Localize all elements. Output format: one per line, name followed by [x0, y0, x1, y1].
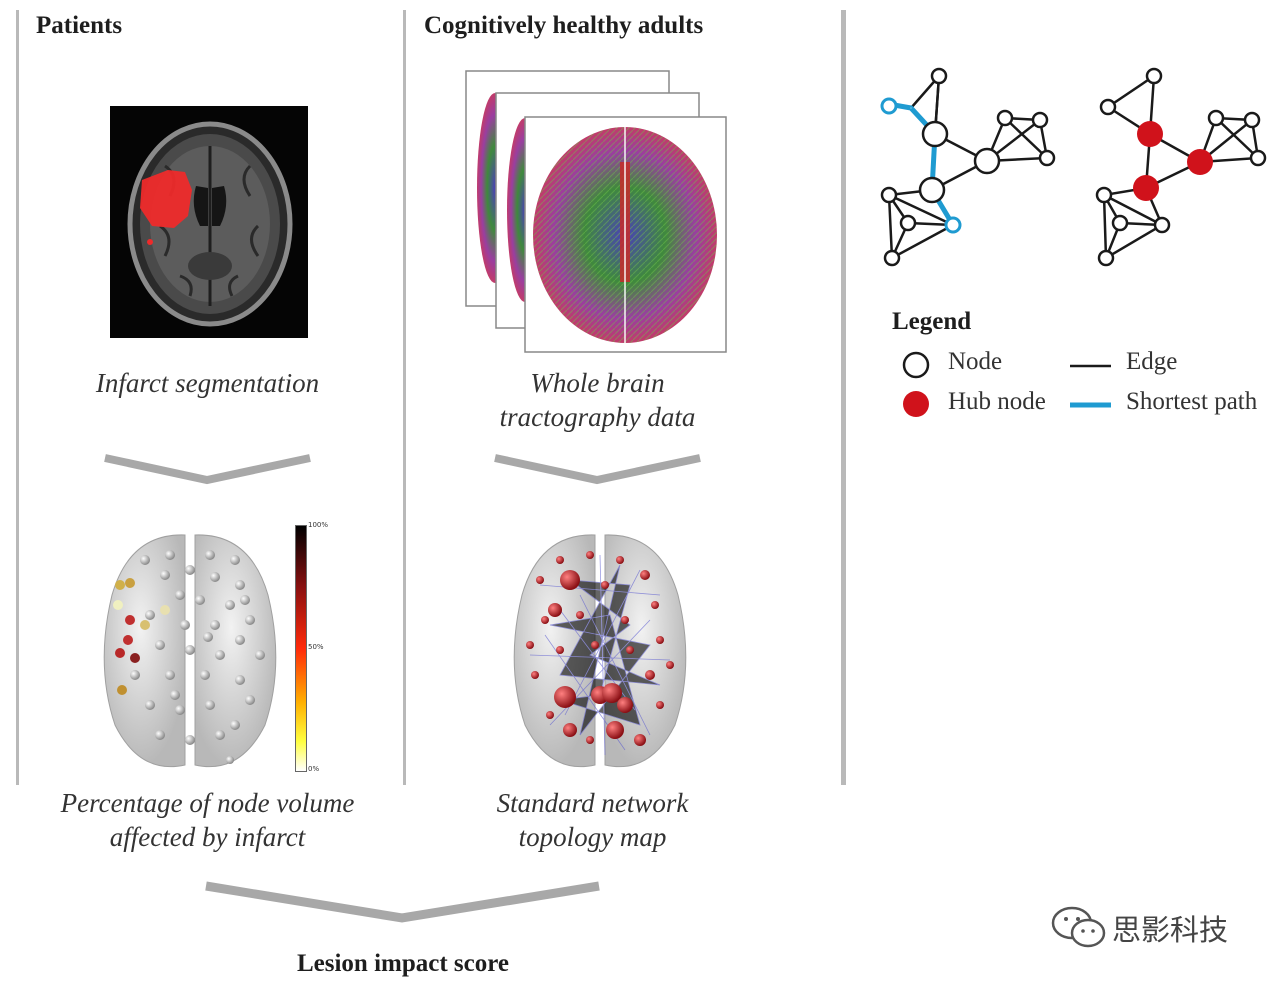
node-legend-icon	[902, 351, 930, 379]
colorbar-mid-label: 50%	[308, 643, 324, 651]
legend-edge-label: Edge	[1126, 348, 1178, 375]
divider-left	[16, 10, 19, 785]
colorbar-max-label: 100%	[308, 521, 329, 529]
hub-nodes	[1133, 121, 1213, 201]
divider-right	[841, 10, 846, 785]
legend-title: Legend	[892, 308, 972, 335]
shortest-path-legend-icon	[1070, 402, 1111, 408]
network-topology-caption: Standard network topology map	[496, 788, 689, 852]
lesion-impact-score-label: Lesion impact score	[296, 950, 509, 977]
network-shortest-path-diagram	[880, 67, 1056, 267]
chevron-left	[104, 454, 311, 485]
watermark-text: 思影科技	[1112, 913, 1229, 947]
shortest-path-line	[893, 102, 956, 227]
wechat-icon	[1051, 906, 1106, 948]
network-topology-brain	[513, 534, 687, 768]
legend-hub-node-label: Hub node	[948, 388, 1046, 415]
infarct-segmentation-caption: Infarct segmentation	[95, 368, 320, 398]
tractography-stack	[465, 70, 727, 353]
affected-nodes-brain	[103, 534, 277, 768]
hub-node-legend-icon	[903, 391, 929, 417]
colorbar-min-label: 0%	[308, 765, 320, 773]
divider-middle	[403, 10, 406, 785]
colorbar	[295, 525, 307, 772]
mri-infarct-image	[110, 106, 308, 338]
chevron-middle	[494, 454, 701, 485]
chevron-bottom	[205, 881, 600, 923]
healthy-adults-heading: Cognitively healthy adults	[424, 12, 704, 39]
patients-heading: Patients	[36, 12, 123, 39]
tractography-caption: Whole brain tractography data	[499, 368, 696, 432]
network-hub-nodes-diagram	[1095, 67, 1267, 267]
legend-node-label: Node	[948, 348, 1003, 375]
node-volume-caption: Percentage of node volume affected by in…	[60, 788, 355, 852]
infarct-region	[140, 170, 192, 228]
legend-shortest-path-label: Shortest path	[1126, 388, 1258, 415]
edge-legend-icon	[1070, 364, 1111, 368]
